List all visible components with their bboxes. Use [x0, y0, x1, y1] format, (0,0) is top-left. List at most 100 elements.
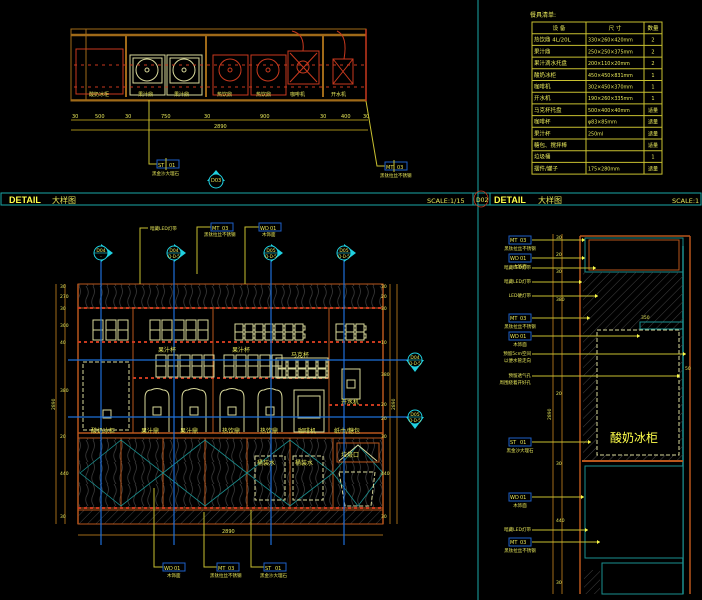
- svg-text:30: 30: [60, 284, 66, 290]
- shelf-label: 马克杯: [291, 351, 309, 359]
- mug: [335, 323, 345, 333]
- svg-text:D-D-5: D-D-5: [168, 254, 180, 259]
- mug: [307, 368, 317, 378]
- shelf-label: 果汁杯: [158, 346, 176, 354]
- mug: [234, 323, 244, 333]
- tag-st01-plan: ST 01 黑金沙大理石: [152, 158, 180, 177]
- svg-text:D-D-5: D-D-5: [409, 418, 421, 423]
- sheet-marker: [473, 190, 489, 208]
- svg-text:预留透气孔: 预留透气孔: [509, 372, 532, 379]
- svg-text:30: 30: [60, 306, 66, 312]
- plan-label: 咖啡机: [290, 91, 305, 98]
- title-scale: SCALE:1/15: [427, 197, 465, 205]
- plan-label: 开水机: [331, 91, 346, 98]
- tag-mt03-plan: MT 03 黑钛拉丝不锈钢: [380, 160, 412, 179]
- mug: [264, 323, 274, 333]
- svg-text:黑金沙大理石: 黑金沙大理石: [507, 447, 534, 454]
- table-cell-qty: 适量: [648, 107, 658, 114]
- svg-text:30: 30: [60, 514, 66, 520]
- svg-text:ST: ST: [265, 566, 272, 572]
- plan-hot-drink: [250, 54, 287, 96]
- dim: 30: [204, 114, 210, 120]
- section-note: 暗藏LED灯带: [504, 264, 596, 271]
- mug: [317, 359, 327, 369]
- svg-text:以便水管走向: 以便水管走向: [504, 357, 531, 364]
- svg-text:30: 30: [556, 235, 562, 241]
- svg-text:380: 380: [60, 388, 69, 394]
- svg-text:WD: WD: [510, 256, 519, 262]
- svg-text:周围绕着开好孔: 周围绕着开好孔: [500, 379, 532, 386]
- svg-text:01: 01: [520, 440, 526, 446]
- svg-text:440: 440: [556, 518, 565, 524]
- plan-coffee-machine: [287, 30, 320, 85]
- svg-text:黑钛拉丝不锈钢: 黑钛拉丝不锈钢: [204, 231, 236, 238]
- svg-text:黑钛拉丝不锈钢: 黑钛拉丝不锈钢: [504, 547, 536, 554]
- svg-text:03: 03: [520, 540, 526, 546]
- mug: [297, 359, 307, 369]
- section-marker: D04-: [93, 244, 113, 262]
- plan-hot-drink: [212, 54, 249, 96]
- svg-text:20: 20: [381, 416, 387, 422]
- shelf-label: 果汁杯: [232, 346, 250, 354]
- table-cell-name: 果汁滴水托盘: [534, 59, 568, 67]
- mug: [355, 331, 365, 341]
- svg-text:30: 30: [381, 284, 387, 290]
- plan-label: 热饮鼎: [217, 91, 232, 98]
- mug: [294, 323, 304, 333]
- table-header: 设 备: [553, 24, 566, 32]
- svg-text:D05: D05: [339, 248, 348, 254]
- svg-text:03: 03: [228, 566, 234, 572]
- svg-text:10: 10: [381, 340, 387, 346]
- svg-text:WD: WD: [510, 495, 519, 501]
- plan-label: 果汁鼎: [138, 91, 153, 98]
- svg-text:黑金沙大理石: 黑金沙大理石: [152, 170, 179, 177]
- svg-text:黑钛拉丝不锈钢: 黑钛拉丝不锈钢: [380, 172, 412, 179]
- title-cn: 大样图: [538, 195, 562, 205]
- table-header: 数量: [647, 24, 659, 32]
- svg-text:D-D-5: D-D-5: [409, 361, 421, 366]
- table-cell-name: 酸奶冰柜: [534, 71, 557, 79]
- mug: [355, 323, 365, 333]
- table-cell-qty: 适量: [648, 165, 658, 172]
- table-cell-name: 马克杯托盘: [534, 106, 562, 114]
- mug: [294, 331, 304, 341]
- svg-text:ST: ST: [510, 440, 517, 446]
- svg-text:50: 50: [685, 366, 691, 372]
- drink-dispenser: [144, 388, 170, 432]
- svg-text:D03: D03: [211, 178, 221, 184]
- table-cell-qty: 2: [651, 61, 654, 67]
- svg-text:D05: D05: [266, 248, 275, 254]
- table-cell-qty: 适量: [648, 130, 658, 137]
- svg-text:440: 440: [60, 471, 69, 477]
- elevation-left-dims: 30 270 30 300 40 380 20 440 30 2890: [51, 284, 69, 520]
- svg-text:木饰面: 木饰面: [513, 263, 527, 270]
- table-cell-qty: 1: [651, 85, 654, 91]
- svg-text:03: 03: [520, 238, 526, 244]
- table-title: 餐具清单:: [530, 11, 556, 19]
- svg-text:30: 30: [556, 461, 562, 467]
- equipment-label: 热饮鼎: [222, 427, 240, 435]
- svg-text:01: 01: [169, 163, 175, 169]
- equipment-label: 咖啡机: [298, 427, 316, 435]
- svg-text:WD: WD: [260, 226, 269, 232]
- svg-text:20: 20: [60, 434, 66, 440]
- mug: [297, 368, 307, 378]
- svg-text:270: 270: [60, 294, 69, 300]
- svg-text:03: 03: [397, 165, 403, 171]
- table-cell-size: 302×450×370mm: [588, 85, 633, 91]
- drink-dispenser: [219, 388, 245, 432]
- mug: [274, 331, 284, 341]
- svg-text:WD: WD: [164, 566, 173, 572]
- svg-text:MT: MT: [510, 540, 518, 546]
- equipment-label: 果汁鼎: [141, 427, 159, 435]
- table-cell-name: 果汁杯: [534, 129, 551, 137]
